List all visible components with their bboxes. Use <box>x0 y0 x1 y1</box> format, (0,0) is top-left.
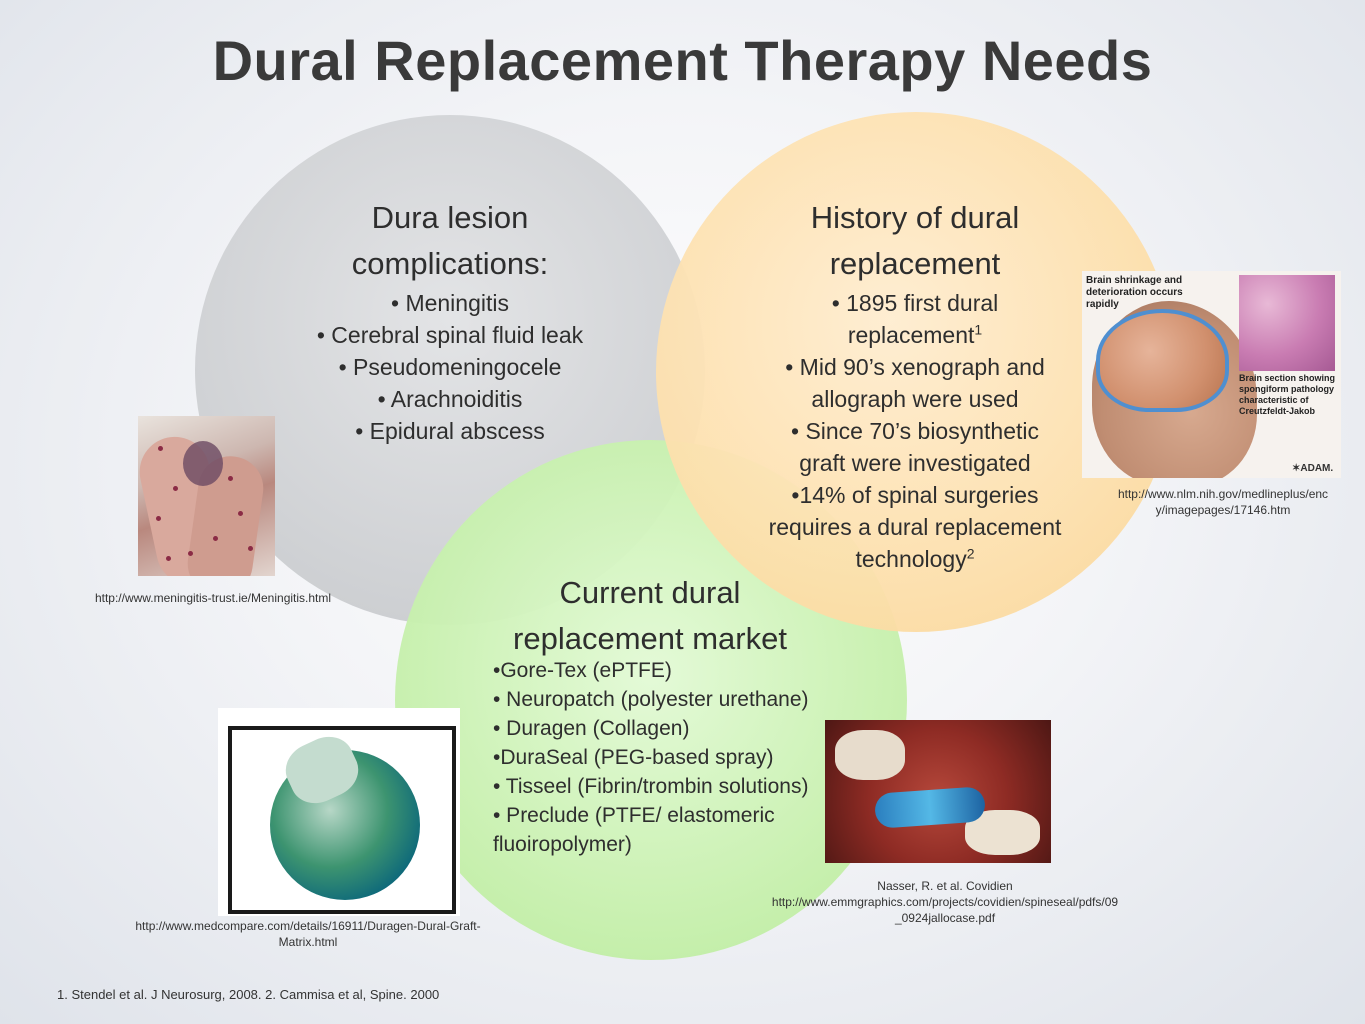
medcompare-credit: http://www.medcompare.com/details/16911/… <box>135 919 481 949</box>
history-heading: History of dural replacement <box>810 200 1020 281</box>
list-item: technology2 <box>855 545 975 572</box>
list-item: replacement1 <box>847 321 983 348</box>
market-heading: Current dural replacement market <box>513 575 787 656</box>
footnote-ref: 1 <box>974 321 983 338</box>
list-item: • Tisseel (Fibrin/trombin solutions) <box>493 775 809 798</box>
list-item: graft were investigated <box>799 450 1031 476</box>
adam-logo: ✶ADAM. <box>1292 463 1334 474</box>
complications-block: Dura lesion complications: • Meningitis … <box>270 195 630 447</box>
list-item: • Mid 90’s xenograph and <box>785 354 1045 380</box>
list-item: • Duragen (Collagen) <box>493 717 690 740</box>
list-item: • Preclude (PTFE/ elastomeric fluoiropol… <box>493 804 775 856</box>
list-item: requires a dural replacement <box>768 514 1062 540</box>
market-list: •Gore-Tex (ePTFE) • Neuropatch (polyeste… <box>493 656 823 859</box>
list-item: • Neuropatch (polyester urethane) <box>493 688 809 711</box>
history-list: • 1895 first dural replacement1 • Mid 90… <box>735 287 1095 575</box>
list-item: allograph were used <box>811 386 1019 412</box>
slide-title: Dural Replacement Therapy Needs <box>212 29 1153 92</box>
references-footnote: 1. Stendel et al. J Neurosurg, 2008. 2. … <box>57 987 440 1002</box>
complications-list: • Meningitis • Cerebral spinal fluid lea… <box>270 287 630 447</box>
brain-caption-side: Brain section showing spongiform patholo… <box>1239 373 1336 416</box>
list-item: • Pseudomeningocele <box>338 354 562 380</box>
brain-illustration: Brain shrinkage and deterioration occurs… <box>1082 271 1341 478</box>
duragen-graft-photo <box>218 708 460 916</box>
history-block: History of dural replacement • 1895 firs… <box>735 195 1095 575</box>
list-item: • 1895 first dural <box>831 290 999 316</box>
duraseal-surgery-photo <box>825 720 1051 863</box>
meningitis-credit: http://www.meningitis-trust.ie/Meningiti… <box>94 591 332 605</box>
list-item: • Cerebral spinal fluid leak <box>316 322 584 348</box>
list-item: •Gore-Tex (ePTFE) <box>493 659 672 682</box>
meningitis-rash-photo <box>138 416 275 576</box>
nasser-credit: Nasser, R. et al. Covidien http://www.em… <box>771 879 1119 925</box>
complications-heading: Dura lesion complications: <box>351 200 549 281</box>
list-item: •14% of spinal surgeries <box>791 482 1039 508</box>
list-item: • Meningitis <box>391 290 509 316</box>
list-item: • Since 70’s biosynthetic <box>791 418 1039 444</box>
list-item: • Epidural abscess <box>355 418 545 444</box>
brain-caption-top: Brain shrinkage and deterioration occurs… <box>1086 275 1183 310</box>
list-item: •DuraSeal (PEG-based spray) <box>493 746 774 769</box>
list-item: • Arachnoiditis <box>377 386 523 412</box>
nlm-credit: http://www.nlm.nih.gov/medlineplus/enc y… <box>1117 487 1329 517</box>
footnote-ref: 2 <box>966 545 975 562</box>
